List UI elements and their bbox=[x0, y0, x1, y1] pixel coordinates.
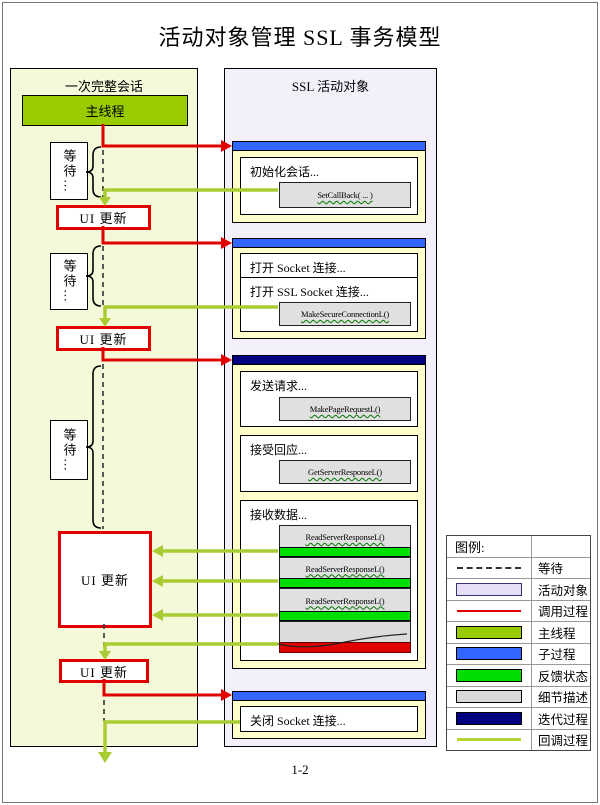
navy-box-swatch bbox=[456, 711, 522, 725]
step-close-socket: 关闭 Socket 连接... bbox=[240, 706, 418, 732]
green-box-swatch bbox=[456, 668, 522, 682]
read-call-button-2: ReadServerResponseL() bbox=[279, 557, 411, 580]
diagram-title: 活动对象管理 SSL 事务模型 bbox=[158, 25, 442, 50]
step-close-socket-label: 关闭 Socket 连接... bbox=[250, 714, 346, 728]
step-send-request-label: 发送请求... bbox=[250, 379, 308, 393]
olive-box-swatch bbox=[456, 625, 522, 639]
call-button-setcallback-label: SetCallBack( ... ) bbox=[317, 190, 373, 200]
step-send-request: 发送请求... MakePageRequestL() bbox=[240, 371, 418, 427]
step-open-socket-label: 打开 Socket 连接... bbox=[250, 261, 346, 275]
legend-row-active-object: 活动对象 bbox=[447, 578, 590, 600]
step-init-session: 初始化会话... SetCallBack( ... ) bbox=[240, 157, 418, 215]
legend-row-iteration: 迭代过程 bbox=[447, 707, 590, 729]
legend-label-wait: 等待 bbox=[538, 562, 564, 577]
active-object-swatch-cell bbox=[447, 579, 532, 600]
legend-row-main-thread: 主线程 bbox=[447, 621, 590, 643]
step-open-socket: 打开 Socket 连接... bbox=[240, 253, 418, 278]
callback-swatch-cell bbox=[447, 729, 532, 750]
call-swatch-cell bbox=[447, 600, 532, 621]
call-button-getserverresponse-label: GetServerResponseL() bbox=[308, 467, 382, 477]
legend-header-cell: 图例: bbox=[447, 536, 532, 557]
step-open-ssl-socket-label: 打开 SSL Socket 连接... bbox=[250, 285, 369, 299]
step-init-session-label: 初始化会话... bbox=[250, 165, 320, 179]
step-receive-data: 接收数据... ReadServerResponseL() ReadServer… bbox=[240, 500, 418, 661]
legend-row-call: 调用过程 bbox=[447, 599, 590, 621]
detail-continuation-box bbox=[279, 621, 411, 643]
legend-row-feedback: 反馈状态 bbox=[447, 664, 590, 686]
read-call-button-1-label: ReadServerResponseL() bbox=[305, 532, 385, 542]
step-accept-response: 接受回应... GetServerResponseL() bbox=[240, 435, 418, 492]
feedback-bar-3 bbox=[279, 611, 411, 621]
lavender-box-swatch bbox=[456, 582, 522, 596]
legend-row-detail: 细节描述 bbox=[447, 685, 590, 707]
iteration-swatch-cell bbox=[447, 708, 532, 729]
read-call-button-3-label: ReadServerResponseL() bbox=[305, 595, 385, 606]
legend-row-wait: 等待 bbox=[447, 556, 590, 578]
call-button-setcallback: SetCallBack( ... ) bbox=[279, 182, 411, 208]
main-thread-swatch-cell bbox=[447, 622, 532, 643]
legend-box: 图例: 等待 活动对象 调用过程 主线程 bbox=[446, 535, 591, 751]
legend-header: 图例: bbox=[455, 539, 485, 555]
ui-update-box-3: UI 更新 bbox=[58, 531, 152, 628]
legend-label-iteration: 迭代过程 bbox=[538, 712, 589, 727]
feedback-swatch-cell bbox=[447, 665, 532, 686]
wait-box-2: 等待… bbox=[50, 253, 88, 310]
call-button-makesecureconnection: MakeSecureConnectionL() bbox=[279, 302, 411, 326]
yellowgreen-line-swatch bbox=[457, 738, 521, 742]
detail-swatch-cell bbox=[447, 686, 532, 707]
blue-box-swatch bbox=[456, 647, 522, 661]
wait-box-3: 等待… bbox=[50, 420, 88, 480]
page-number: 1-2 bbox=[291, 762, 309, 777]
legend-label-feedback: 反馈状态 bbox=[538, 669, 589, 684]
legend-label-main-thread: 主线程 bbox=[538, 626, 576, 641]
legend-label-subprocess: 子过程 bbox=[538, 648, 576, 663]
call-button-makepagerequest-label: MakePageRequestL() bbox=[309, 404, 381, 414]
session-panel: 一次完整会话 bbox=[10, 68, 198, 747]
session-panel-header: 一次完整会话 bbox=[64, 79, 143, 94]
main-thread-box: 主线程 bbox=[22, 95, 188, 126]
dashed-line-swatch bbox=[457, 566, 521, 569]
read-call-button-1: ReadServerResponseL() bbox=[279, 525, 411, 549]
legend-label-active-object: 活动对象 bbox=[538, 583, 589, 598]
call-button-getserverresponse: GetServerResponseL() bbox=[279, 460, 411, 484]
legend-label-call: 调用过程 bbox=[538, 605, 589, 620]
ui-update-box-2: UI 更新 bbox=[56, 326, 151, 351]
ui-update-box-4: UI 更新 bbox=[59, 659, 149, 683]
gray-box-swatch bbox=[456, 690, 522, 704]
legend-label-callback: 回调过程 bbox=[538, 734, 589, 749]
red-line-swatch bbox=[457, 609, 521, 612]
call-button-makesecureconnection-label: MakeSecureConnectionL() bbox=[301, 309, 389, 319]
wait-box-1: 等待… bbox=[50, 142, 88, 200]
ui-update-box-1: UI 更新 bbox=[56, 205, 151, 230]
wait-swatch-cell bbox=[447, 557, 532, 578]
read-call-button-3: ReadServerResponseL() bbox=[279, 588, 411, 613]
feedback-bar-2 bbox=[279, 578, 411, 588]
iteration-end-bar bbox=[279, 642, 411, 653]
read-call-button-2-label: ReadServerResponseL() bbox=[305, 563, 385, 574]
legend-row-callback: 回调过程 bbox=[447, 728, 590, 750]
step-receive-data-label: 接收数据... bbox=[250, 508, 308, 522]
legend-row-subprocess: 子过程 bbox=[447, 642, 590, 664]
ssl-panel-header: SSL 活动对象 bbox=[291, 79, 370, 94]
step-accept-response-label: 接受回应... bbox=[250, 443, 308, 457]
step-open-ssl-socket: 打开 SSL Socket 连接... MakeSecureConnection… bbox=[240, 277, 418, 332]
legend-header-row: 图例: bbox=[447, 536, 590, 557]
legend-label-detail: 细节描述 bbox=[538, 691, 589, 706]
subprocess-swatch-cell bbox=[447, 643, 532, 664]
feedback-bar-1 bbox=[279, 547, 411, 557]
call-button-makepagerequest: MakePageRequestL() bbox=[279, 397, 411, 421]
